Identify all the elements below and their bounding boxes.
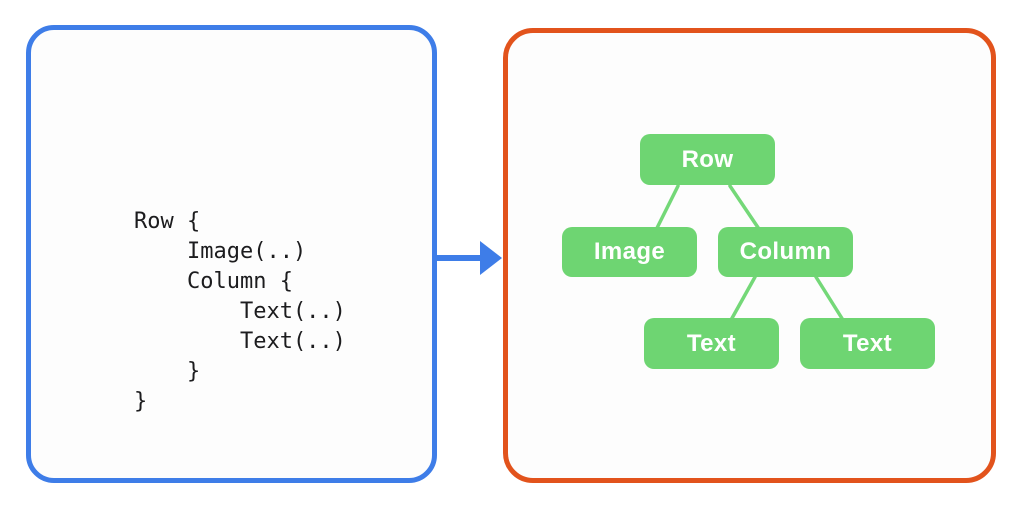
code-line: Image(..) <box>134 239 307 264</box>
tree-node-column: Column <box>718 227 853 277</box>
code-line: } <box>134 359 201 384</box>
tree-node-row: Row <box>640 134 775 185</box>
code-panel: Row { Image(..) Column { Text(..) Text(.… <box>26 25 437 483</box>
tree-node-text-2: Text <box>800 318 935 369</box>
code-line: } <box>134 389 148 414</box>
code-line: Column { <box>134 269 293 294</box>
tree-node-image: Image <box>562 227 697 277</box>
tree-node-text-1: Text <box>644 318 779 369</box>
code-line: Row { <box>134 209 201 234</box>
code-line: Text(..) <box>134 329 346 354</box>
code-block: Row { Image(..) Column { Text(..) Text(.… <box>134 207 346 417</box>
code-line: Text(..) <box>134 299 346 324</box>
arrow-right-icon <box>433 241 502 275</box>
